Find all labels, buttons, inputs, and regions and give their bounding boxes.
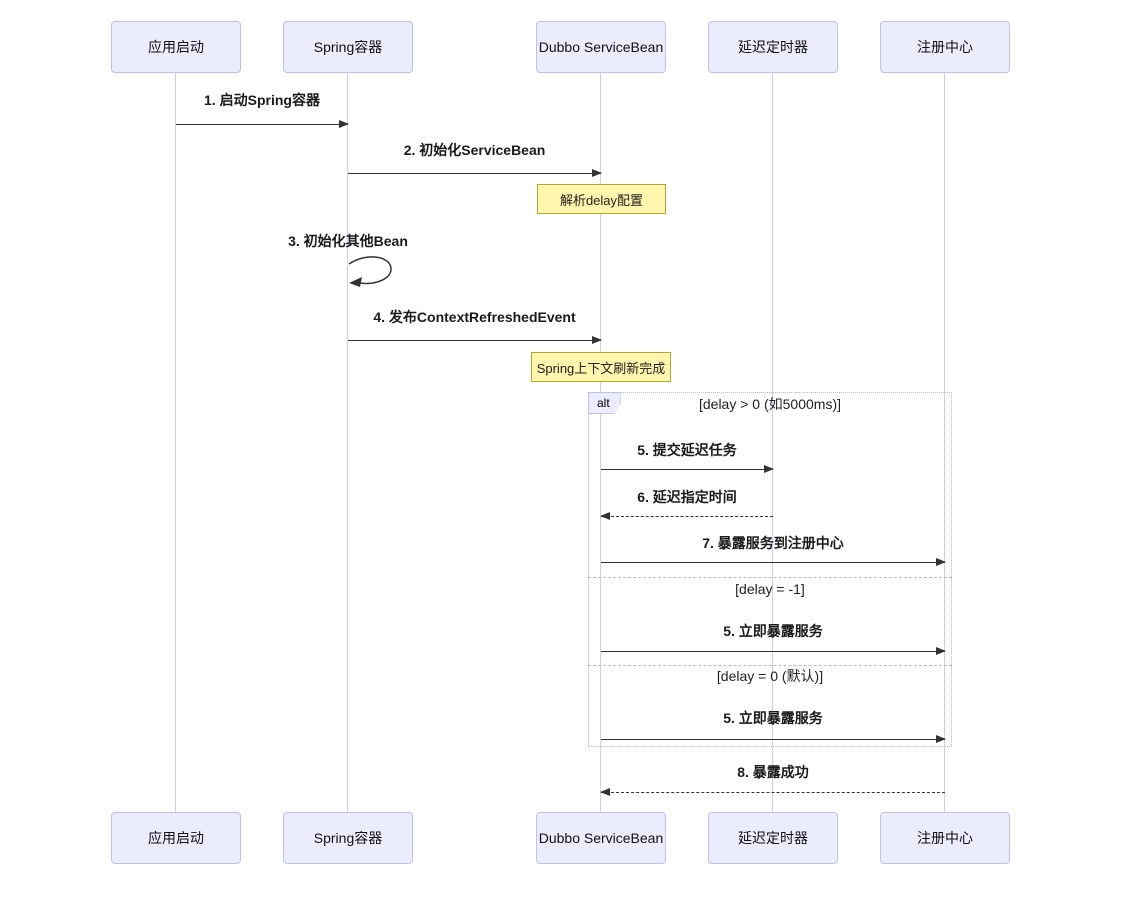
message-label-8: 8. 暴露成功 (737, 764, 809, 780)
alt-divider-1 (588, 577, 952, 578)
alt-condition-2: [delay = -1] (735, 581, 805, 597)
note-parse-delay-config: 解析delay配置 (537, 184, 666, 214)
alt-frame-label: alt (588, 392, 621, 414)
message-arrow-5 (601, 464, 774, 473)
participant-delay-timer-top: 延迟定时器 (708, 21, 838, 73)
message-arrow-5b (601, 646, 946, 655)
lifeline-app-start (175, 73, 176, 812)
participant-app-start-bottom: 应用启动 (111, 812, 241, 864)
message-arrow-7 (601, 557, 946, 566)
self-loop-arrow (348, 256, 392, 287)
message-label-7: 7. 暴露服务到注册中心 (702, 535, 844, 551)
participant-dubbo-servicebean-top: Dubbo ServiceBean (536, 21, 666, 73)
message-arrow-5c (601, 734, 946, 743)
alt-frame (588, 392, 952, 747)
lifeline-registry (944, 73, 945, 812)
participant-registry-top: 注册中心 (880, 21, 1010, 73)
participant-app-start-top: 应用启动 (111, 21, 241, 73)
alt-condition-1: [delay > 0 (如5000ms)] (698, 396, 841, 412)
message-label-6: 6. 延迟指定时间 (637, 489, 737, 505)
message-label-2: 2. 初始化ServiceBean (403, 142, 546, 158)
message-label-3: 3. 初始化其他Bean (288, 233, 408, 249)
alt-divider-2 (588, 665, 952, 666)
participant-spring-container-bottom: Spring容器 (283, 812, 413, 864)
message-label-5b: 5. 立即暴露服务 (723, 623, 823, 639)
message-arrow-8 (600, 787, 945, 796)
message-arrow-4 (348, 335, 602, 344)
lifeline-spring-container (347, 73, 348, 812)
note-spring-context-refreshed: Spring上下文刷新完成 (531, 352, 671, 382)
participant-spring-container-top: Spring容器 (283, 21, 413, 73)
alt-condition-3: [delay = 0 (默认)] (716, 668, 824, 684)
message-arrow-2 (348, 168, 602, 177)
message-label-5: 5. 提交延迟任务 (637, 442, 737, 458)
participant-dubbo-servicebean-bottom: Dubbo ServiceBean (536, 812, 666, 864)
participant-registry-bottom: 注册中心 (880, 812, 1010, 864)
message-label-4: 4. 发布ContextRefreshedEvent (373, 309, 576, 325)
lifeline-dubbo-servicebean (600, 73, 601, 812)
message-label-5c: 5. 立即暴露服务 (723, 710, 823, 726)
message-arrow-6 (600, 511, 773, 520)
lifeline-delay-timer (772, 73, 773, 812)
participant-delay-timer-bottom: 延迟定时器 (708, 812, 838, 864)
message-label-1: 1. 启动Spring容器 (204, 92, 320, 108)
message-arrow-1 (176, 119, 349, 128)
